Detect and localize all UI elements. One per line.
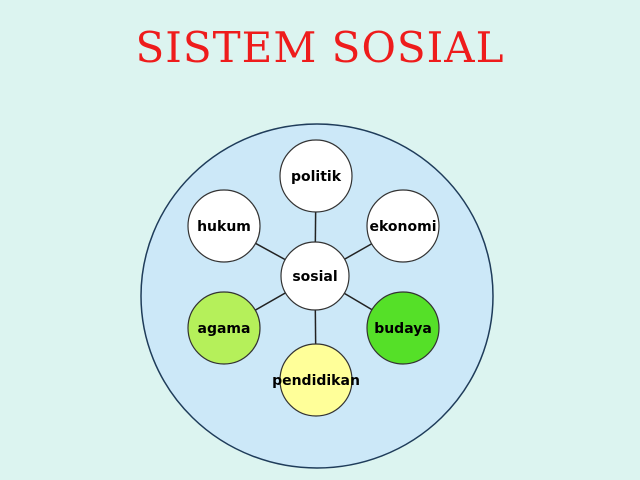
node-hukum-circle	[187, 189, 261, 263]
node-agama-label: agama	[198, 321, 251, 337]
center-node: sosial	[280, 241, 350, 311]
node-pendidikan-label: pendidikan	[272, 373, 360, 389]
node-ekonomi: ekonomi	[366, 189, 440, 263]
node-ekonomi-label: ekonomi	[369, 219, 436, 235]
node-agama: agama	[187, 291, 261, 365]
outer-nodes: politik ekonomi budaya pendidikan agama hukum	[187, 139, 440, 417]
node-hukum-label: hukum	[197, 219, 251, 235]
node-politik: politik	[279, 139, 353, 213]
page-title: SISTEM SOSIAL	[135, 23, 505, 72]
node-politik-label: politik	[291, 169, 342, 185]
node-hukum: hukum	[187, 189, 261, 263]
node-agama-circle	[187, 291, 261, 365]
center-node-label: sosial	[292, 269, 337, 285]
node-pendidikan-circle	[279, 343, 353, 417]
node-pendidikan: pendidikan	[272, 343, 360, 417]
node-budaya-label: budaya	[374, 321, 432, 337]
node-politik-circle	[279, 139, 353, 213]
node-budaya-circle	[366, 291, 440, 365]
node-ekonomi-circle	[366, 189, 440, 263]
node-budaya: budaya	[366, 291, 440, 365]
